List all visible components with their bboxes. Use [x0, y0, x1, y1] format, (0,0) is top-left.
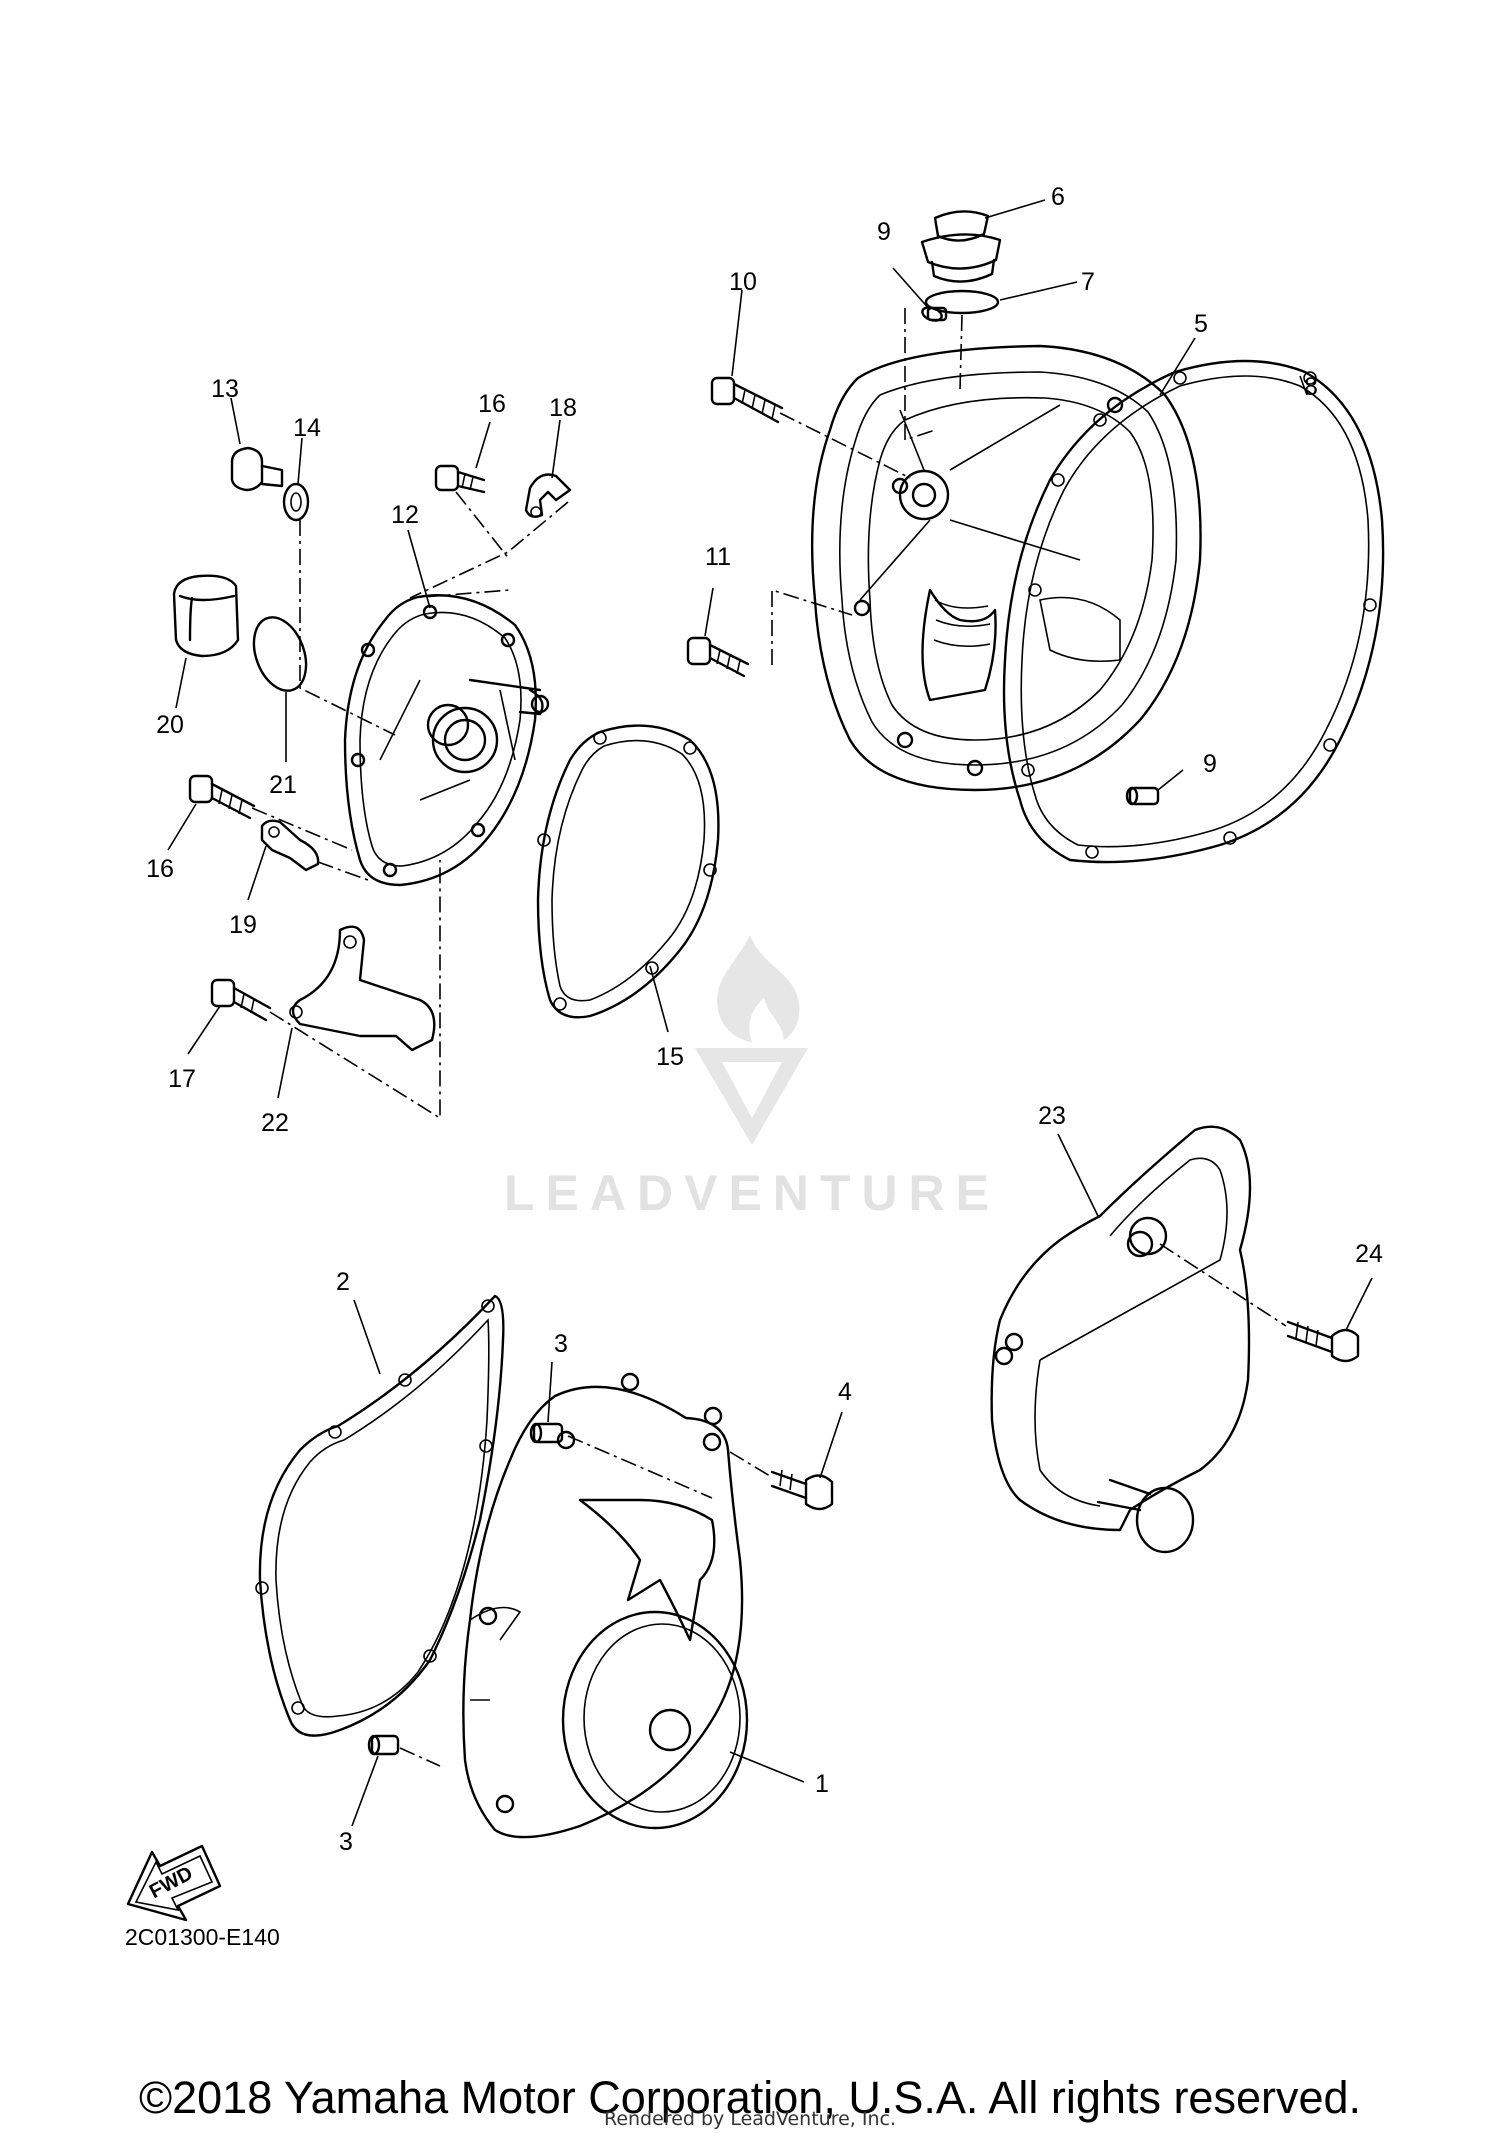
assembly-line-17 [269, 860, 441, 1120]
callout-1: 1 [815, 1770, 829, 1798]
part-9-dowel-lower [1125, 786, 1160, 806]
callout-15: 15 [656, 1043, 684, 1071]
assembly-line-10 [779, 412, 911, 479]
part-2-gasket [255, 1294, 505, 1737]
diagram-code: 2C01300-E140 [125, 1924, 280, 1950]
part-12-cover [343, 594, 550, 887]
leader-lines [167, 199, 1373, 1827]
part-10-bolt [710, 376, 784, 424]
part-22-bracket [289, 925, 436, 1052]
assembly-line-upper [904, 308, 936, 442]
part-16-bolt-upper [434, 464, 486, 494]
rendered-by-notice: Rendered by LeadVenture, Inc. [603, 2108, 897, 2130]
callout-10: 10 [729, 268, 757, 296]
fwd-arrow-icon: FWD [126, 1844, 222, 1922]
part-7-o-ring [924, 289, 1000, 315]
assembly-line-cap [959, 314, 963, 391]
watermark-text: LEADVENTURE [504, 1165, 1000, 1221]
part-18-clip [524, 473, 572, 518]
callout-21: 21 [269, 771, 297, 799]
part-5-crankcase-cover [810, 344, 1202, 792]
part-17-bolt [210, 978, 272, 1022]
callouts: 6 7 9 10 5 8 11 9 13 14 16 18 12 20 21 1… [146, 183, 1383, 1856]
assembly-line-16 [455, 491, 511, 561]
callout-23: 23 [1038, 1102, 1066, 1130]
part-23-sprocket-cover [990, 1125, 1252, 1554]
part-8-gasket [1002, 359, 1385, 864]
part-6-oil-filler-cap [920, 210, 1002, 283]
callout-17: 17 [168, 1065, 196, 1093]
part-19-clip [260, 819, 320, 872]
callout-11: 11 [705, 543, 731, 571]
flame-logo-icon [695, 935, 808, 1145]
callout-2: 2 [336, 1268, 350, 1296]
part-16-bolt-lower [188, 774, 256, 820]
part-13-bolt [230, 446, 284, 492]
part-3-dowel-lower [367, 1734, 400, 1756]
assembly-line-3b [399, 1747, 441, 1767]
callout-3-lower: 3 [339, 1828, 353, 1856]
part-21-o-ring [252, 616, 308, 692]
callout-13: 13 [211, 375, 239, 403]
part-24-bolt [1286, 1320, 1360, 1363]
callout-18: 18 [549, 394, 577, 422]
part-15-gasket [536, 724, 720, 1019]
leadventure-watermark: LEADVENTURE [504, 935, 1000, 1221]
callout-8: 8 [1304, 373, 1318, 401]
assembly-line-11 [771, 588, 853, 665]
part-20-plug [172, 574, 240, 658]
part-1-generator-cover [462, 1372, 749, 1839]
callout-12: 12 [391, 501, 419, 529]
callout-9-lower: 9 [1203, 750, 1217, 778]
assembly-line-4 [729, 1451, 771, 1477]
assembly-line-19 [317, 861, 369, 881]
part-11-bolt [686, 636, 750, 678]
callout-22: 22 [261, 1109, 289, 1137]
callout-5: 5 [1194, 310, 1208, 338]
callout-14: 14 [293, 414, 321, 442]
part-4-bolt [770, 1469, 834, 1511]
callout-4: 4 [838, 1378, 852, 1406]
assembly-line-18 [409, 501, 569, 599]
assembly-line-24 [1159, 1243, 1287, 1327]
callout-24: 24 [1355, 1240, 1383, 1268]
assembly-line-16b [251, 807, 353, 851]
assembly-line-3 [567, 1435, 713, 1499]
callout-7: 7 [1081, 268, 1095, 296]
callout-9-upper: 9 [877, 218, 891, 246]
part-9-dowel-upper [921, 306, 948, 322]
copyright-notice: ©2018 Yamaha Motor Corporation, U.S.A. A… [138, 2072, 1362, 2123]
callout-3-upper: 3 [554, 1330, 568, 1358]
callout-16-lower: 16 [146, 855, 174, 883]
callout-19: 19 [229, 911, 257, 939]
callout-20: 20 [156, 711, 184, 739]
callout-6: 6 [1051, 183, 1065, 211]
callout-16-upper: 16 [478, 390, 506, 418]
assembly-line-14 [299, 520, 396, 736]
part-14-washer [282, 482, 310, 522]
